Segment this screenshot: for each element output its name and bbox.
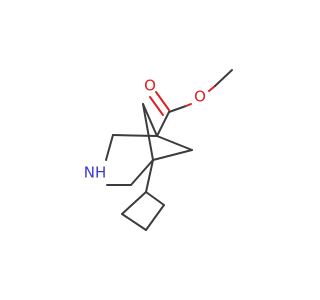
bond-cyclobutyl-2 <box>145 204 165 231</box>
carbonyl-oxygen-label: O <box>144 77 156 95</box>
bond-c2-n3 <box>105 134 114 161</box>
bond-cyclobutyl-4 <box>121 191 147 215</box>
bond-o-methyl <box>214 69 233 87</box>
bond-carbonyl-c-o-double-a <box>155 91 170 111</box>
molecule-structure: O O NH <box>84 69 233 231</box>
bond-o-methyl-part <box>208 85 216 92</box>
bond-carbonyl-c-o-double-b <box>149 96 164 116</box>
ring-nitrogen-label: NH <box>84 164 107 182</box>
bond-cyclobutyl-1 <box>145 191 165 206</box>
bond-ester-c-o <box>168 105 187 113</box>
bond-c7-c5 <box>152 149 193 161</box>
bond-c1-c2 <box>112 134 158 137</box>
bond-ester-o-c-part <box>185 103 192 107</box>
bond-c6-c5 <box>142 103 154 161</box>
ester-oxygen-label: O <box>194 88 206 106</box>
bond-bridgehead-carbonyl <box>156 111 170 137</box>
bond-c1-c7 <box>156 135 193 151</box>
bond-c4-c5 <box>130 159 154 186</box>
bond-c5-cyclobutyl <box>145 159 154 193</box>
bond-cyclobutyl-3 <box>121 213 147 231</box>
bond-c1-c6 <box>142 103 158 137</box>
